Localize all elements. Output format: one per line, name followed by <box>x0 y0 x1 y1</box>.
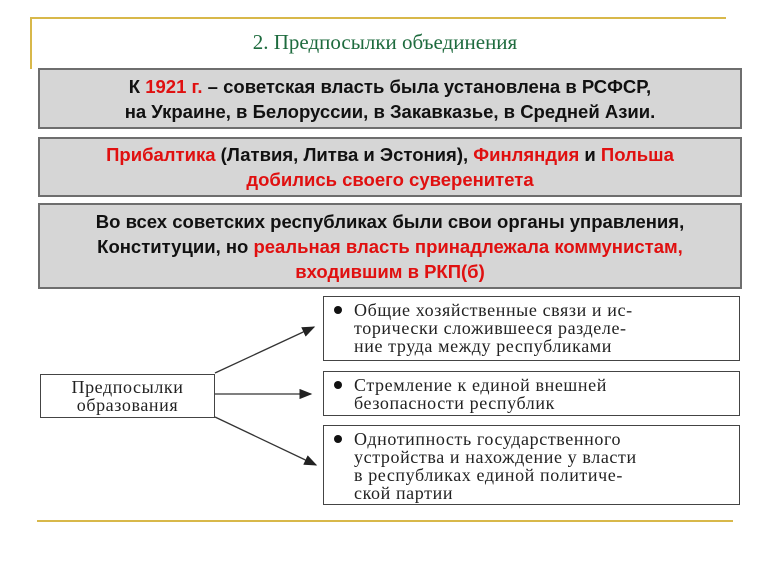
text: на Украине, в Белоруссии, в Закавказье, … <box>124 100 656 122</box>
info-box-sovereignty: Прибалтика (Латвия, Литва и Эстония), Фи… <box>38 137 742 197</box>
diagram-source-box: Предпосылки образования <box>40 374 215 418</box>
text: и <box>579 144 601 165</box>
bullet-icon <box>334 306 342 314</box>
text: ние труда между республиками <box>354 336 613 356</box>
info-box-1921: К 1921 г. – советская власть была устано… <box>38 68 742 129</box>
text: (Латвия, Литва и Эстония), <box>215 144 474 165</box>
arrow-3 <box>214 416 318 466</box>
text: Однотипность государственного <box>354 429 622 449</box>
text: торически сложившееся разделе- <box>354 318 627 338</box>
highlight: Прибалтика <box>106 144 216 165</box>
text: Общие хозяйственные связи и ис- <box>354 300 633 320</box>
left-rule <box>30 17 32 69</box>
slide-title: 2. Предпосылки объединения <box>252 30 518 54</box>
text: устройства и нахождение у власти <box>354 447 637 467</box>
bullet-icon <box>334 381 342 389</box>
highlight: Финляндия <box>473 144 580 165</box>
text: Стремление к единой внешней <box>354 375 607 395</box>
year-highlight: 1921 г. <box>145 75 203 97</box>
bottom-rule <box>37 520 733 522</box>
highlight: реальная власть принадлежала коммунистам… <box>253 235 683 257</box>
text: Конституции, но <box>97 235 254 257</box>
text: ской партии <box>354 483 454 503</box>
highlight: добились своего суверенитета <box>246 169 534 190</box>
diagram-item: Общие хозяйственные связи и ис- торическ… <box>323 296 740 361</box>
arrow-1 <box>214 326 316 374</box>
text: Во всех советских республиках были свои … <box>95 210 685 232</box>
info-box-power: Во всех советских республиках были свои … <box>38 203 742 289</box>
text: Предпосылки <box>71 377 184 397</box>
highlight: Польша <box>600 144 674 165</box>
diagram-item: Однотипность государственного устройства… <box>323 425 740 505</box>
diagram-item: Стремление к единой внешней безопасности… <box>323 371 740 416</box>
text: в республиках единой политиче- <box>354 465 623 485</box>
text: образования <box>76 395 179 415</box>
bullet-icon <box>334 435 342 443</box>
text: безопасности республик <box>354 393 555 413</box>
text: – советская власть была установлена в РС… <box>202 75 652 97</box>
text: К <box>128 75 146 97</box>
highlight: входившим в РКП(б) <box>295 260 485 282</box>
top-rule <box>30 17 726 19</box>
